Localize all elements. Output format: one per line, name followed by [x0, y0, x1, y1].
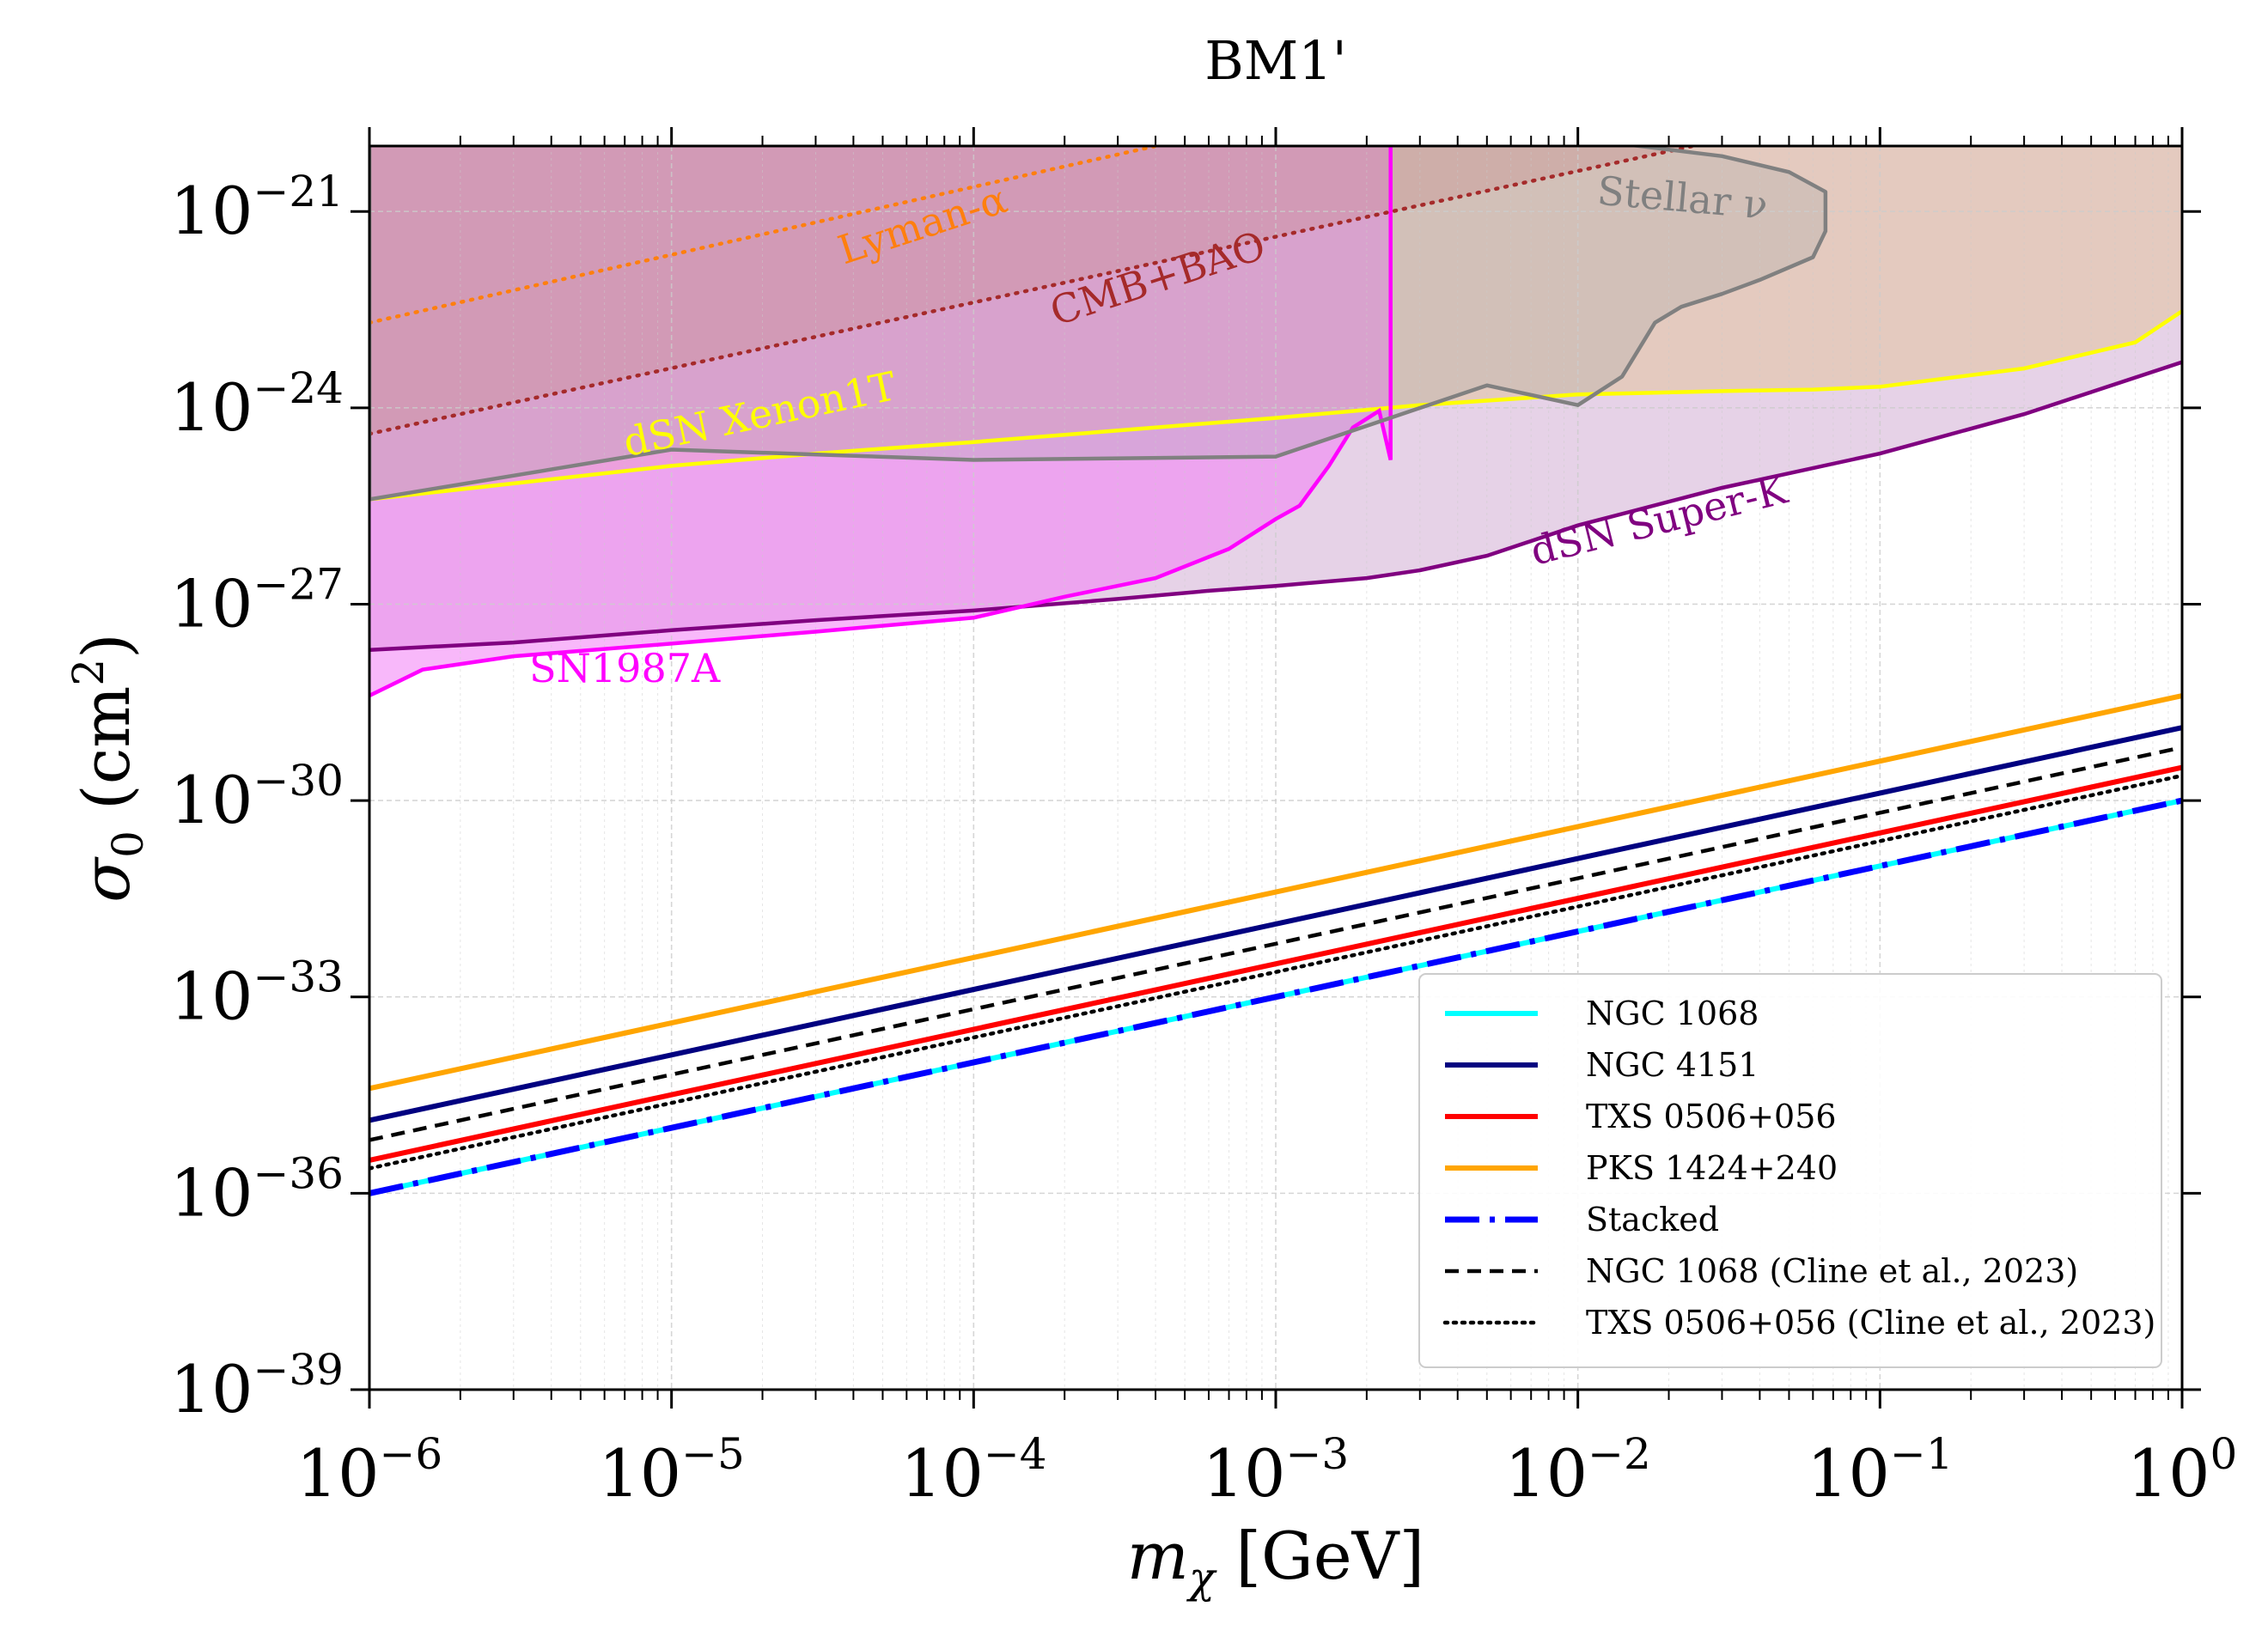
- x-tick-label: 10−6: [296, 1429, 442, 1512]
- region-sn1987a: [369, 146, 1391, 696]
- constraint-superk-line: [369, 360, 2182, 652]
- y-tick-label: 10−27: [170, 559, 344, 642]
- x-tick-label: 100: [2127, 1429, 2238, 1512]
- y-tick-label: 10−36: [170, 1148, 344, 1231]
- legend-ngc1068-label: NGC 1068: [1586, 995, 1759, 1032]
- x-axis-label: mχ [GeV]: [1127, 1518, 1424, 1603]
- x-tick-label: 10−1: [1807, 1429, 1953, 1512]
- region-cmb: [369, 146, 1693, 435]
- constraint-boundaries: [369, 146, 2182, 698]
- constraint-xenon-line: [369, 309, 2182, 502]
- x-tick-label: 10−5: [598, 1429, 744, 1512]
- y-tick-label: 10−30: [170, 756, 344, 838]
- legend-pks-label: PKS 1424+240: [1586, 1149, 1838, 1187]
- series-lines: [369, 693, 2182, 1196]
- legend-stacked-label: Stacked: [1586, 1201, 1719, 1238]
- tick-labels: 10−6 10−5 10−4 10−3 10−2 10−1 100 10−39 10−36 10−…: [170, 167, 2238, 1512]
- region-stellar: [369, 146, 1826, 500]
- constraint-lyman-line: [369, 146, 1158, 325]
- chart-title: BM1': [1204, 29, 1347, 92]
- y-axis-label: σ0 (cm2): [64, 633, 153, 903]
- legend-cline1068-label: NGC 1068 (Cline et al., 2023): [1586, 1252, 2078, 1290]
- y-tick-label: 10−39: [170, 1345, 344, 1427]
- legend-ngc4151-label: NGC 4151: [1586, 1046, 1759, 1084]
- axis-ticks: [351, 127, 2201, 1409]
- constraint-cmb-line: [369, 146, 1695, 436]
- series-pks-line: [369, 693, 2182, 1092]
- series-ngc4151-line: [369, 725, 2182, 1123]
- y-tick-label: 10−24: [170, 363, 344, 446]
- x-tick-label: 10−4: [900, 1429, 1046, 1512]
- legend-txs-label: TXS 0506+056: [1586, 1098, 1837, 1135]
- series-txs-line: [369, 764, 2182, 1163]
- series-cline1068-line: [369, 745, 2182, 1142]
- y-tick-label: 10−33: [170, 952, 344, 1035]
- y-tick-label: 10−21: [170, 167, 344, 249]
- constraint-sn1987a-line: [369, 146, 1393, 698]
- series-stacked-line: [369, 797, 2182, 1196]
- legend-frame: [1418, 973, 2162, 1368]
- constraint-sn1987a-label: SN1987A: [529, 645, 721, 691]
- constraint-stellar-line: [369, 146, 1828, 502]
- legend-clinetxs-label: TXS 0506+056 (Cline et al., 2023): [1586, 1304, 2155, 1342]
- series-clinetxs-line: [369, 773, 2182, 1171]
- x-tick-label: 10−3: [1203, 1429, 1349, 1512]
- x-tick-label: 10−2: [1504, 1429, 1650, 1512]
